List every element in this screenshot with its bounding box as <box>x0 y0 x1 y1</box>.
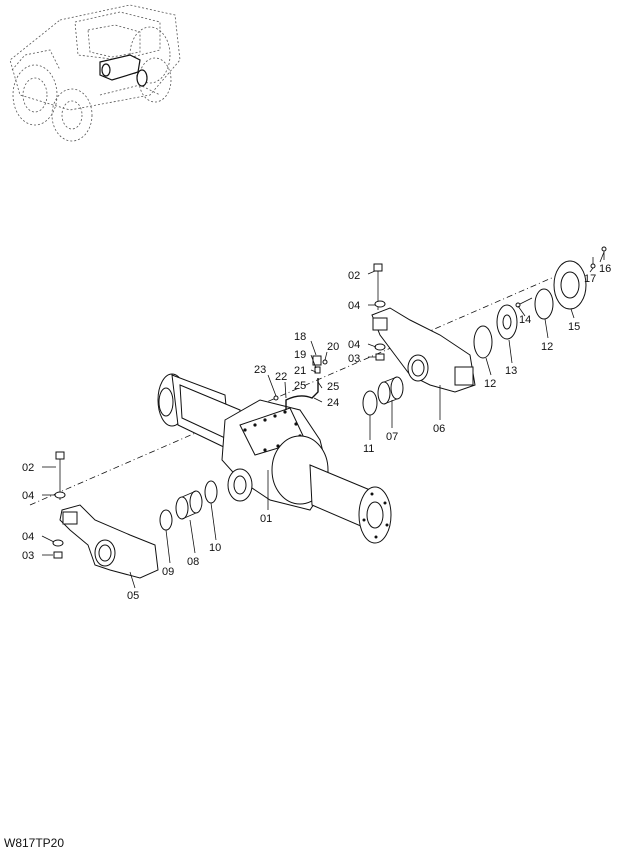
callout-08: 08 <box>187 556 199 568</box>
callout-11: 11 <box>363 443 374 455</box>
thrust-washer <box>496 304 518 340</box>
callout-09: 09 <box>162 566 174 578</box>
callout-21: 21 <box>294 365 306 377</box>
bushing-right <box>377 376 404 405</box>
washer-right-top <box>374 300 386 308</box>
cover-plate <box>553 260 587 310</box>
oring-left <box>159 509 173 531</box>
axis-centerline <box>29 269 571 506</box>
callout-10: 10 <box>209 542 221 554</box>
drawing-code: W817TP20 <box>4 836 65 850</box>
leader-lines <box>41 251 605 589</box>
bushing-left <box>175 490 203 520</box>
callout-25-left: 25 <box>294 380 306 392</box>
washer-left-bottom <box>52 539 64 547</box>
callout-12-lower: 12 <box>484 378 496 390</box>
callout-04-left-top: 04 <box>22 490 34 502</box>
callout-03-left: 03 <box>22 550 34 562</box>
callout-04-left-bottom: 04 <box>22 531 34 543</box>
callout-22: 22 <box>275 371 287 383</box>
callout-12-upper: 12 <box>541 341 553 353</box>
callout-07: 07 <box>386 431 398 443</box>
callout-02-left: 02 <box>22 462 34 474</box>
callout-24: 24 <box>327 397 339 409</box>
nut-right <box>375 353 385 361</box>
shim-ring <box>534 288 554 320</box>
callout-04-right-bottom: 04 <box>348 339 360 351</box>
callout-20: 20 <box>327 341 339 353</box>
callout-18: 18 <box>294 331 306 343</box>
callout-02-right: 02 <box>348 270 360 282</box>
callout-01: 01 <box>260 513 272 525</box>
tractor-thumbnail <box>9 4 181 142</box>
callout-16: 16 <box>599 263 611 275</box>
washer-left-top <box>54 491 66 499</box>
callout-labels: 01 02 04 04 03 05 09 08 10 11 07 06 12 1… <box>22 263 611 602</box>
thrust-ring-right <box>473 325 493 359</box>
callout-05: 05 <box>127 590 139 602</box>
support-bracket-right <box>371 307 476 393</box>
callout-14: 14 <box>519 314 531 326</box>
callout-19: 19 <box>294 349 306 361</box>
ring-left <box>204 480 218 504</box>
washer-right-bottom <box>374 343 386 351</box>
nut-left <box>53 551 63 559</box>
callout-06: 06 <box>433 423 445 435</box>
support-bracket-left <box>59 504 159 579</box>
plug-screw <box>515 297 533 308</box>
callout-17: 17 <box>584 273 596 285</box>
callout-25-right: 25 <box>327 381 339 393</box>
callout-23: 23 <box>254 364 266 376</box>
callout-15: 15 <box>568 321 580 333</box>
breather-hose <box>273 355 328 410</box>
axle-housing <box>157 373 392 544</box>
callout-13: 13 <box>505 365 517 377</box>
callout-03-right: 03 <box>348 353 360 365</box>
ring-right <box>362 390 378 416</box>
callout-04-right-top: 04 <box>348 300 360 312</box>
